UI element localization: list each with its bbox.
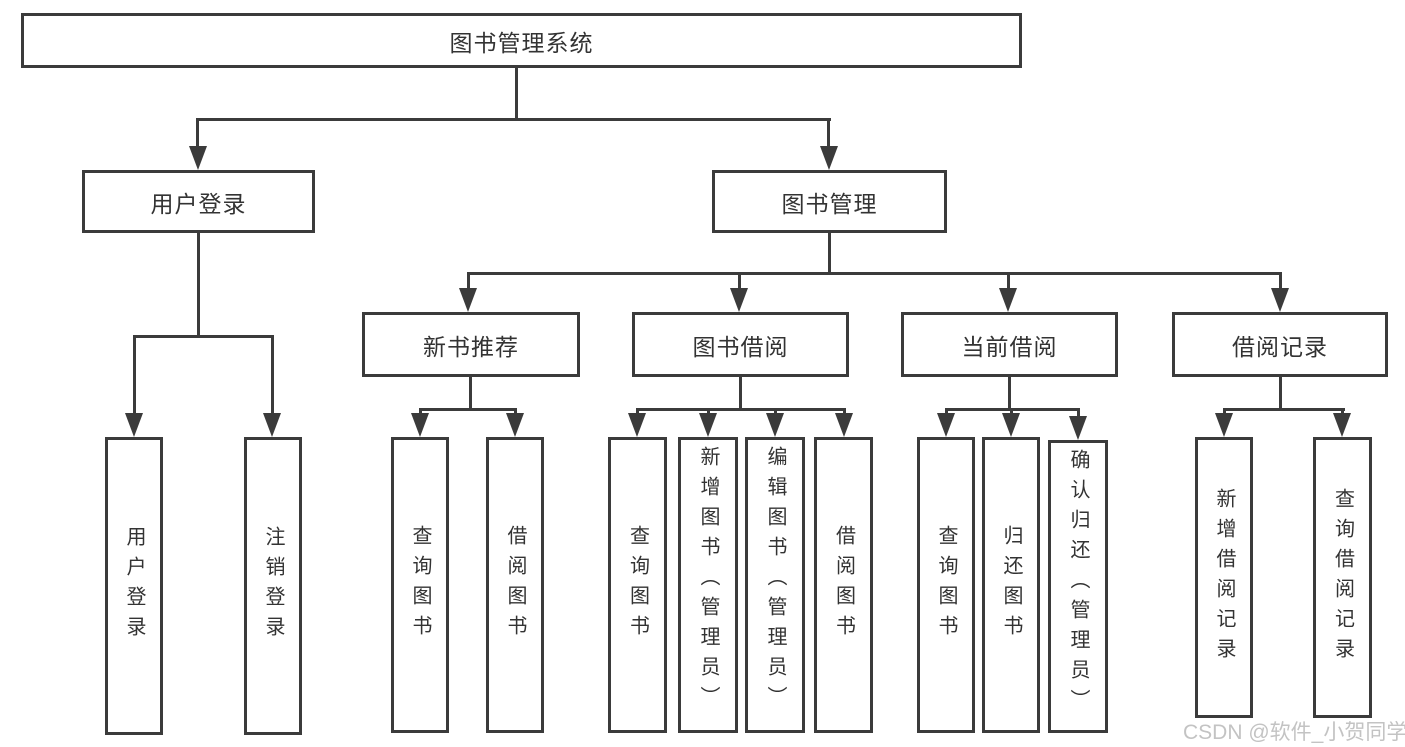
- leaf-br-add-record-label: 新增借阅记录: [1213, 487, 1235, 668]
- connector-borrow-records-stem: [1279, 377, 1282, 408]
- leaf-cb-query-books: 查询图书: [917, 437, 975, 733]
- leaf-bb-query-books: 查询图书: [608, 437, 667, 733]
- node-book-borrow: 图书借阅: [632, 312, 849, 377]
- connector-drop-cb-return: [1010, 408, 1013, 413]
- arrowhead-bb-add: [699, 413, 717, 437]
- leaf-rec-borrow-books: 借阅图书: [486, 437, 544, 733]
- arrowhead-new-book-rec: [459, 288, 477, 312]
- connector-drop-bb-borrow: [843, 408, 846, 413]
- connector-drop-borrow-records: [1279, 272, 1282, 288]
- arrowhead-cb-return: [1002, 413, 1020, 437]
- arrowhead-bb-borrow: [835, 413, 853, 437]
- node-current-borrow-label: 当前借阅: [961, 333, 1058, 360]
- connector-new-book-rec-branch: [419, 408, 517, 411]
- arrowhead-cb-confirm: [1069, 416, 1087, 440]
- leaf-cb-return-books-label: 归还图书: [1000, 525, 1022, 645]
- connector-drop-leaf-logout: [271, 335, 274, 413]
- connector-drop-leaf-user-login: [133, 335, 136, 413]
- connector-drop-rec-borrow: [514, 408, 517, 413]
- arrowhead-bb-query: [628, 413, 646, 437]
- leaf-rec-borrow-books-label: 借阅图书: [504, 525, 526, 645]
- leaf-rec-query-books: 查询图书: [391, 437, 449, 733]
- arrowhead-rec-borrow: [506, 413, 524, 437]
- leaf-bb-borrow-books-label: 借阅图书: [832, 525, 855, 645]
- connector-drop-cb-confirm: [1077, 408, 1080, 416]
- connector-drop-current-borrow: [1007, 272, 1010, 288]
- leaf-bb-add-books-admin-label: 新增图书（管理员）: [697, 446, 719, 716]
- connector-drop-new-book-rec: [467, 272, 470, 288]
- arrowhead-rec-query: [411, 413, 429, 437]
- leaf-br-query-record: 查询借阅记录: [1313, 437, 1372, 718]
- arrowhead-borrow-records: [1271, 288, 1289, 312]
- connector-drop-book-borrow: [738, 272, 741, 288]
- arrowhead-user-login: [189, 146, 207, 170]
- connector-drop-rec-query: [419, 408, 422, 413]
- leaf-logout: 注销登录: [244, 437, 302, 735]
- leaf-bb-edit-books-admin: 编辑图书（管理员）: [745, 437, 805, 733]
- connector-drop-bb-add: [707, 408, 710, 413]
- node-root-label: 图书管理系统: [449, 29, 594, 56]
- node-book-borrow-label: 图书借阅: [692, 333, 789, 360]
- leaf-cb-confirm-return-admin: 确认归还（管理员）: [1048, 440, 1108, 733]
- node-current-borrow: 当前借阅: [901, 312, 1118, 377]
- leaf-br-add-record: 新增借阅记录: [1195, 437, 1253, 718]
- leaf-bb-borrow-books: 借阅图书: [814, 437, 873, 733]
- connector-book-borrow-stem: [739, 377, 742, 408]
- node-root: 图书管理系统: [21, 13, 1022, 68]
- connector-drop-br-add: [1223, 408, 1226, 413]
- leaf-br-query-record-label: 查询借阅记录: [1331, 487, 1354, 668]
- node-user-login-label: 用户登录: [150, 190, 247, 217]
- leaf-bb-edit-books-admin-label: 编辑图书（管理员）: [764, 446, 786, 716]
- node-borrow-records: 借阅记录: [1172, 312, 1388, 377]
- connector-drop-user-login: [196, 118, 199, 146]
- arrowhead-br-query: [1333, 413, 1351, 437]
- connector-new-book-rec-stem: [469, 377, 472, 408]
- arrowhead-leaf-user-login: [125, 413, 143, 437]
- arrowhead-leaf-logout: [263, 413, 281, 437]
- leaf-user-login-label: 用户登录: [123, 526, 145, 646]
- connector-root-branch: [197, 118, 831, 121]
- leaf-logout-label: 注销登录: [262, 526, 284, 646]
- leaf-rec-query-books-label: 查询图书: [409, 525, 431, 645]
- node-borrow-records-label: 借阅记录: [1232, 333, 1328, 360]
- arrowhead-book-mgmt: [820, 146, 838, 170]
- arrowhead-current-borrow: [999, 288, 1017, 312]
- connector-current-borrow-stem: [1008, 377, 1011, 408]
- connector-drop-bb-edit: [774, 408, 777, 413]
- leaf-user-login: 用户登录: [105, 437, 163, 735]
- arrowhead-br-add: [1215, 413, 1233, 437]
- connector-book-borrow-branch: [636, 408, 846, 411]
- leaf-cb-return-books: 归还图书: [982, 437, 1040, 733]
- connector-drop-book-mgmt: [827, 118, 830, 146]
- leaf-bb-query-books-label: 查询图书: [626, 525, 649, 645]
- connector-user-login-stem: [197, 233, 200, 335]
- connector-user-login-branch: [133, 335, 274, 338]
- node-new-book-rec: 新书推荐: [362, 312, 580, 377]
- node-new-book-rec-label: 新书推荐: [423, 333, 519, 360]
- arrowhead-bb-edit: [766, 413, 784, 437]
- node-user-login: 用户登录: [82, 170, 315, 233]
- connector-book-mgmt-branch: [467, 272, 1282, 275]
- connector-book-mgmt-stem: [828, 233, 831, 272]
- node-book-mgmt-label: 图书管理: [781, 190, 878, 217]
- connector-borrow-records-branch: [1223, 408, 1345, 411]
- node-book-mgmt: 图书管理: [712, 170, 947, 233]
- arrowhead-cb-query: [937, 413, 955, 437]
- arrowhead-book-borrow: [730, 288, 748, 312]
- connector-drop-bb-query: [636, 408, 639, 413]
- leaf-cb-confirm-return-admin-label: 确认归还（管理员）: [1067, 449, 1089, 719]
- connector-drop-cb-query: [945, 408, 948, 413]
- leaf-cb-query-books-label: 查询图书: [935, 525, 957, 645]
- watermark-text: CSDN @软件_小贺同学: [1183, 721, 1405, 744]
- leaf-bb-add-books-admin: 新增图书（管理员）: [678, 437, 738, 733]
- connector-drop-br-query: [1341, 408, 1344, 413]
- connector-root-stem: [515, 68, 518, 118]
